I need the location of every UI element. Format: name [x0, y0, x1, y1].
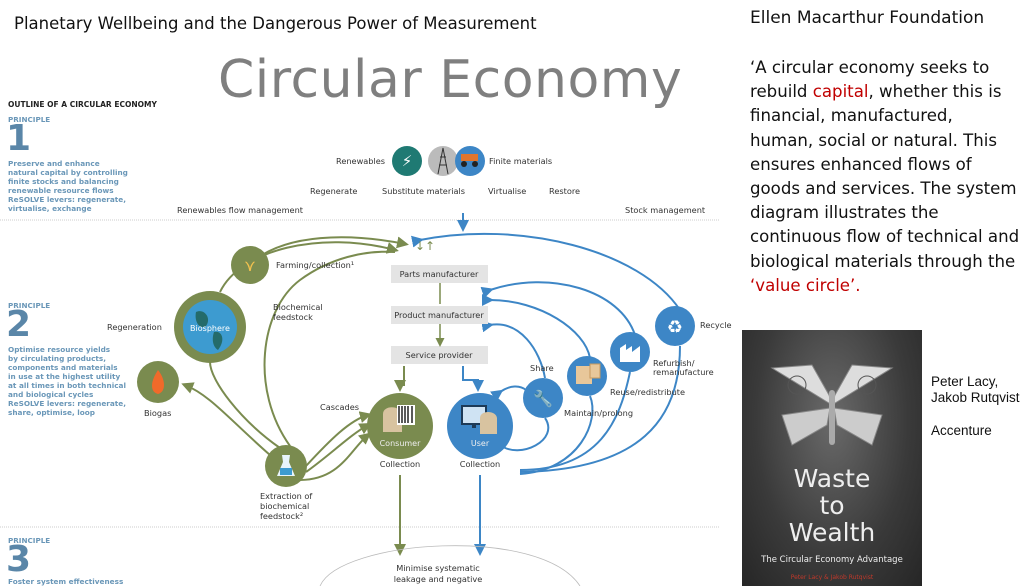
service-provider-box: [391, 346, 488, 364]
principle-number: 3: [6, 539, 32, 580]
farming-icon: [231, 246, 269, 284]
boxes-icon: [576, 366, 592, 384]
principle-line: Optimise resource yields: [8, 345, 110, 354]
maintain-node: [523, 378, 563, 418]
leakage-label: Minimise systematic: [396, 563, 480, 573]
technical-flows: [410, 213, 681, 556]
parts-manufacturer-box: [391, 265, 488, 283]
oil-rig-icon: [428, 146, 458, 176]
product-manufacturer-box: [391, 306, 488, 324]
renewables-icon: [392, 146, 422, 176]
book-title-line: to: [819, 491, 845, 520]
barcode-icon: [397, 405, 415, 425]
quote-part: ‘A circular economy seeks to rebuild: [750, 58, 990, 102]
butterfly-icon: [770, 364, 894, 446]
principle-line: components and materials: [8, 363, 118, 372]
lightning-icon: ⚡: [402, 152, 413, 170]
up-down-arrows-icon: ↓↑: [415, 239, 435, 253]
principle-1-text: Preserve and enhance natural capital by …: [8, 159, 128, 213]
book-title-line: Waste: [793, 464, 871, 493]
maintain-prolong-label: Maintain/prolong: [564, 408, 633, 418]
consumer-collection-label: Collection: [380, 459, 421, 469]
virtualise-label: Virtualise: [488, 186, 526, 196]
renewables-flow-management-label: Renewables flow management: [177, 205, 304, 215]
wrench-icon: 🔧: [533, 389, 553, 408]
book-company: Accenture: [931, 423, 992, 438]
parts-manufacturer-label: Parts manufacturer: [400, 269, 479, 279]
quote-highlight-capital: capital: [812, 82, 869, 102]
biological-flows: [181, 236, 409, 556]
extraction-label: Extraction of: [260, 491, 313, 501]
farming-label: Farming/collection¹: [276, 260, 354, 270]
book-cover: Waste to Wealth The Circular Economy Adv…: [742, 330, 922, 586]
refurbish-label: remanufacture: [653, 367, 714, 377]
biochemical-feedstock-label: Biochemical: [273, 302, 323, 312]
book-cover-authors: Peter Lacy & Jakob Rutqvist: [790, 574, 874, 581]
extraction-label: feedstock²: [260, 511, 303, 521]
service-provider-label: Service provider: [406, 350, 474, 360]
recycle-icon: ♻: [667, 317, 683, 338]
share-label: Share: [530, 363, 554, 373]
principle-2-text: Optimise resource yields by circulating …: [8, 345, 126, 417]
book-authors: Peter Lacy, Jakob Rutqvist: [931, 374, 1020, 405]
biosphere-label: Biosphere: [190, 324, 230, 333]
stock-management-label: Stock management: [625, 205, 706, 215]
principle-line: virtualise, exchange: [8, 204, 92, 213]
leakage-ellipse: [319, 545, 581, 586]
principle-line: and biological cycles: [8, 390, 93, 399]
principle-label: PRINCIPLE: [8, 115, 50, 124]
book-subtitle: The Circular Economy Advantage: [761, 555, 903, 565]
principle-number: 2: [6, 304, 32, 345]
principle-line: finite stocks and balancing: [8, 177, 119, 186]
recycle-node: [655, 306, 695, 346]
biogas-label: Biogas: [144, 408, 171, 418]
principle-line: in use at the highest utility: [8, 372, 120, 381]
principle-line: natural capital by controlling: [8, 168, 128, 177]
recycle-label: Recycle: [700, 320, 732, 330]
regenerate-label: Regenerate: [310, 186, 357, 196]
user-label: User: [471, 439, 490, 448]
principle-number: 1: [6, 118, 32, 159]
refurbish-label: Refurbish/: [653, 358, 695, 368]
principle-line: ReSOLVE levers: regenerate,: [8, 399, 126, 408]
principle-line: at all times in both technical: [8, 381, 126, 390]
quote-part: , whether this is financial, manufacture…: [750, 82, 1020, 271]
renewables-label: Renewables: [336, 156, 385, 166]
book-title-line: Wealth: [788, 518, 876, 547]
principle-label: PRINCIPLE: [8, 536, 50, 545]
wheat-icon: ⋎: [244, 256, 256, 275]
substitute-materials-label: Substitute materials: [382, 186, 465, 196]
flame-icon: [152, 370, 164, 394]
diagram-heading: OUTLINE OF A CIRCULAR ECONOMY: [8, 100, 157, 109]
regeneration-label: Regeneration: [107, 322, 162, 332]
slide-title: Planetary Wellbeing and the Dangerous Po…: [14, 14, 537, 33]
user-collection-label: Collection: [460, 459, 501, 469]
quote-highlight-value-circle: ‘value circle’.: [750, 275, 861, 295]
restore-label: Restore: [549, 186, 580, 196]
cascades-label: Cascades: [320, 402, 359, 412]
leakage-label: leakage and negative: [394, 574, 483, 584]
principle-line: Foster system effectiveness: [8, 577, 123, 586]
biochemical-feedstock-label: feedstock: [273, 312, 313, 322]
product-manufacturer-label: Product manufacturer: [394, 310, 484, 320]
circular-economy-diagram: OUTLINE OF A CIRCULAR ECONOMY PRINCIPLE …: [0, 100, 732, 586]
principle-line: by circulating products,: [8, 354, 106, 363]
principle-line: ReSOLVE levers: regenerate,: [8, 195, 126, 204]
main-title: Circular Economy: [218, 50, 683, 110]
reuse-redistribute-label: Reuse/redistribute: [610, 387, 685, 397]
finite-materials-label: Finite materials: [489, 156, 552, 166]
quote-text: ‘A circular economy seeks to rebuild cap…: [750, 56, 1020, 298]
principle-line: share, optimise, loop: [8, 408, 95, 417]
consumer-label: Consumer: [380, 439, 422, 448]
factory-icon: [620, 344, 640, 362]
principle-line: renewable resource flows: [8, 186, 114, 195]
principle-label: PRINCIPLE: [8, 301, 50, 310]
person-icon: [480, 412, 497, 434]
organization-name: Ellen Macarthur Foundation: [750, 8, 985, 28]
principle-line: Preserve and enhance: [8, 159, 100, 168]
extraction-label: biochemical: [260, 501, 309, 511]
